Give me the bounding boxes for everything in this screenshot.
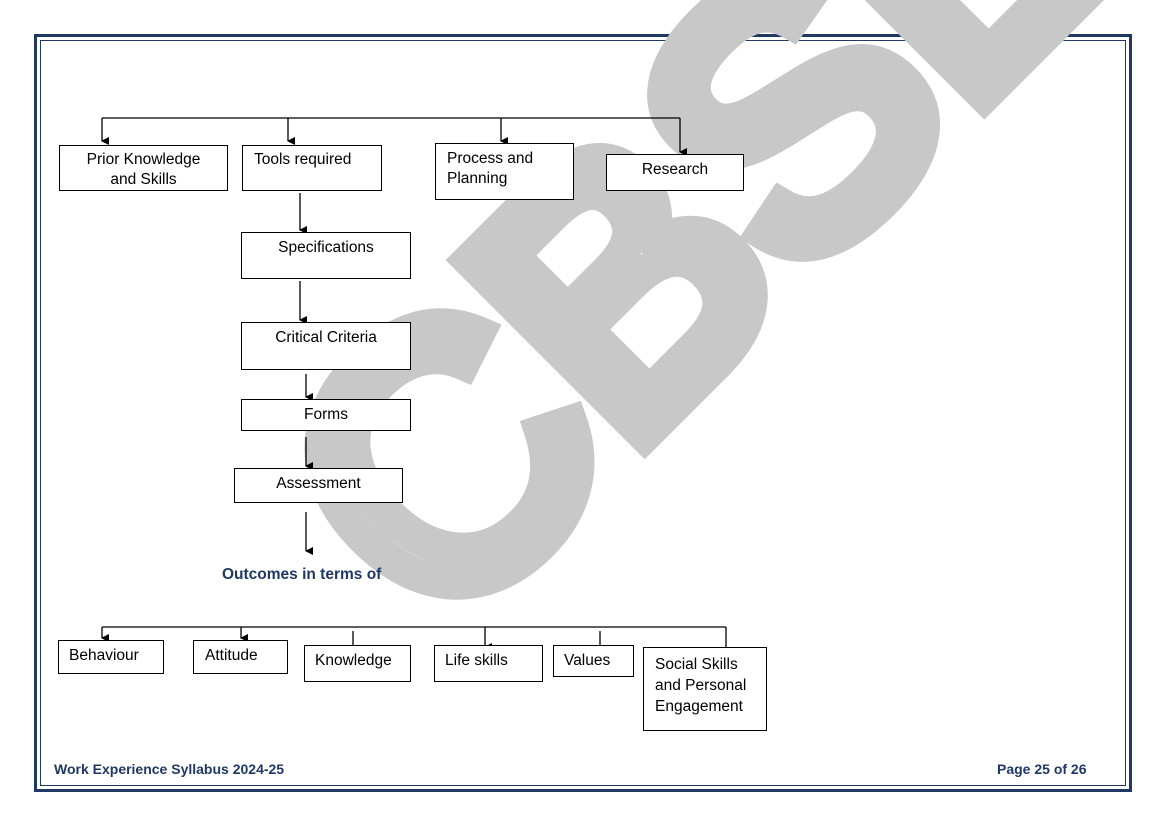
tools-required-label: Tools required	[254, 151, 352, 168]
process-planning-line1: Process and	[447, 150, 534, 167]
page-border-inner	[40, 40, 1126, 786]
life-skills-label: Life skills	[445, 652, 508, 669]
outcomes-heading: Outcomes in terms of	[222, 566, 382, 583]
attitude-label: Attitude	[205, 647, 258, 664]
assessment-label: Assessment	[276, 475, 361, 492]
social-skills-line3: Engagement	[655, 698, 743, 715]
box-behaviour: Behaviour	[58, 640, 164, 674]
social-skills-line1: Social Skills	[655, 656, 738, 673]
box-tools-required: Tools required	[242, 145, 382, 191]
box-social-skills: Social Skills and Personal Engagement	[643, 647, 767, 731]
process-planning-line2: Planning	[447, 170, 508, 187]
box-critical-criteria: Critical Criteria	[241, 322, 411, 370]
box-attitude: Attitude	[193, 640, 288, 674]
specifications-label: Specifications	[278, 239, 374, 256]
prior-knowledge-line1: Prior Knowledge	[86, 151, 201, 168]
box-process-planning: Process and Planning	[435, 143, 574, 200]
prior-knowledge-line2: and Skills	[110, 171, 177, 188]
box-research: Research	[606, 154, 744, 191]
box-knowledge: Knowledge	[304, 645, 411, 682]
footer-left: Work Experience Syllabus 2024-25	[54, 761, 285, 777]
box-prior-knowledge: Prior Knowledge and Skills	[59, 145, 228, 191]
box-assessment: Assessment	[234, 468, 403, 503]
box-forms: Forms	[241, 399, 411, 431]
values-label: Values	[564, 652, 611, 669]
critical-criteria-label: Critical Criteria	[275, 329, 377, 346]
page-border-outer	[34, 34, 1132, 792]
box-specifications: Specifications	[241, 232, 411, 279]
box-values: Values	[553, 645, 634, 677]
behaviour-label: Behaviour	[69, 647, 139, 664]
knowledge-label: Knowledge	[315, 652, 392, 669]
social-skills-line2: and Personal	[655, 677, 747, 694]
forms-label: Forms	[304, 406, 348, 423]
footer-page-number: Page 25 of 26	[997, 761, 1087, 777]
research-label: Research	[641, 161, 709, 178]
box-life-skills: Life skills	[434, 645, 543, 682]
